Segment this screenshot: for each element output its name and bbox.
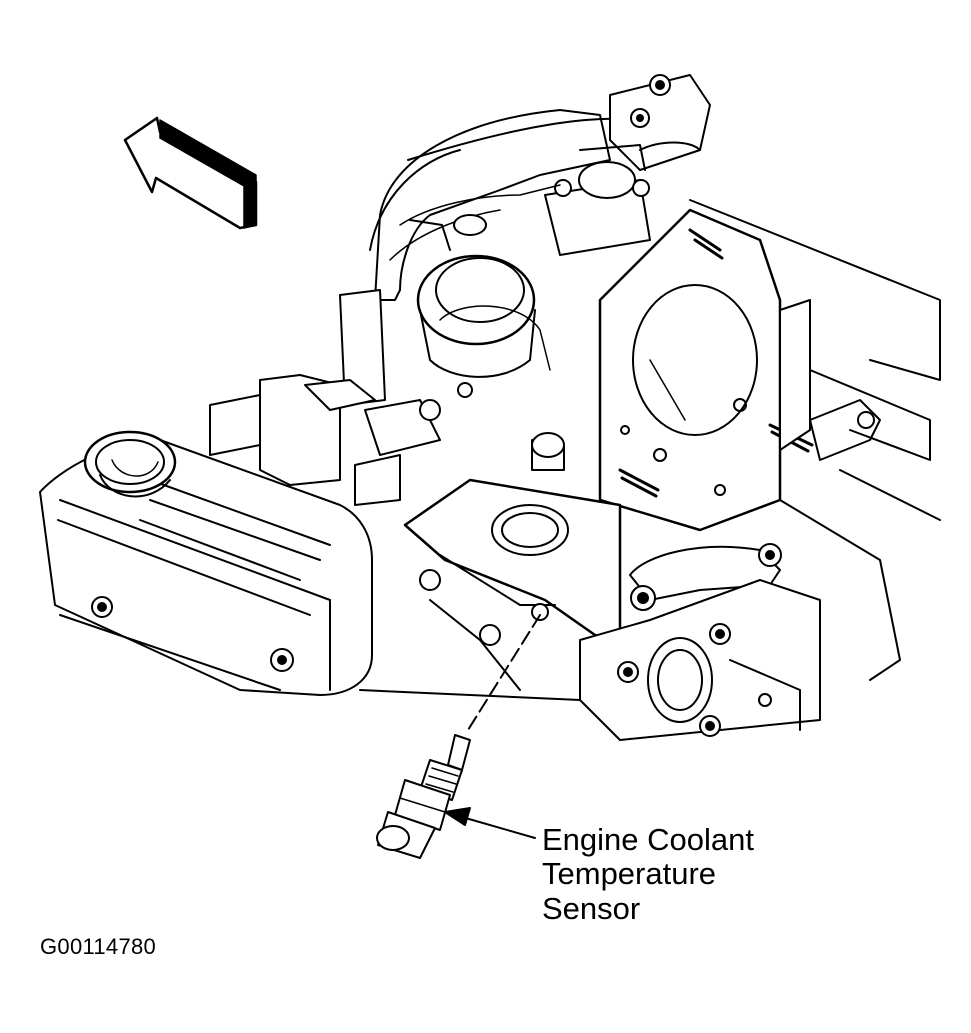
installation-centerline bbox=[467, 614, 541, 731]
figure-id: G00114780 bbox=[40, 934, 157, 959]
callout-label-line-2: Temperature bbox=[542, 856, 717, 891]
callout-label-line-3: Sensor bbox=[542, 891, 641, 926]
coolant-sensor-icon bbox=[376, 734, 471, 859]
engine-block bbox=[39, 74, 941, 741]
leader-arrow bbox=[444, 807, 536, 839]
callout-label-line-1: Engine Coolant bbox=[542, 822, 754, 857]
arrow-left-icon bbox=[123, 116, 258, 230]
